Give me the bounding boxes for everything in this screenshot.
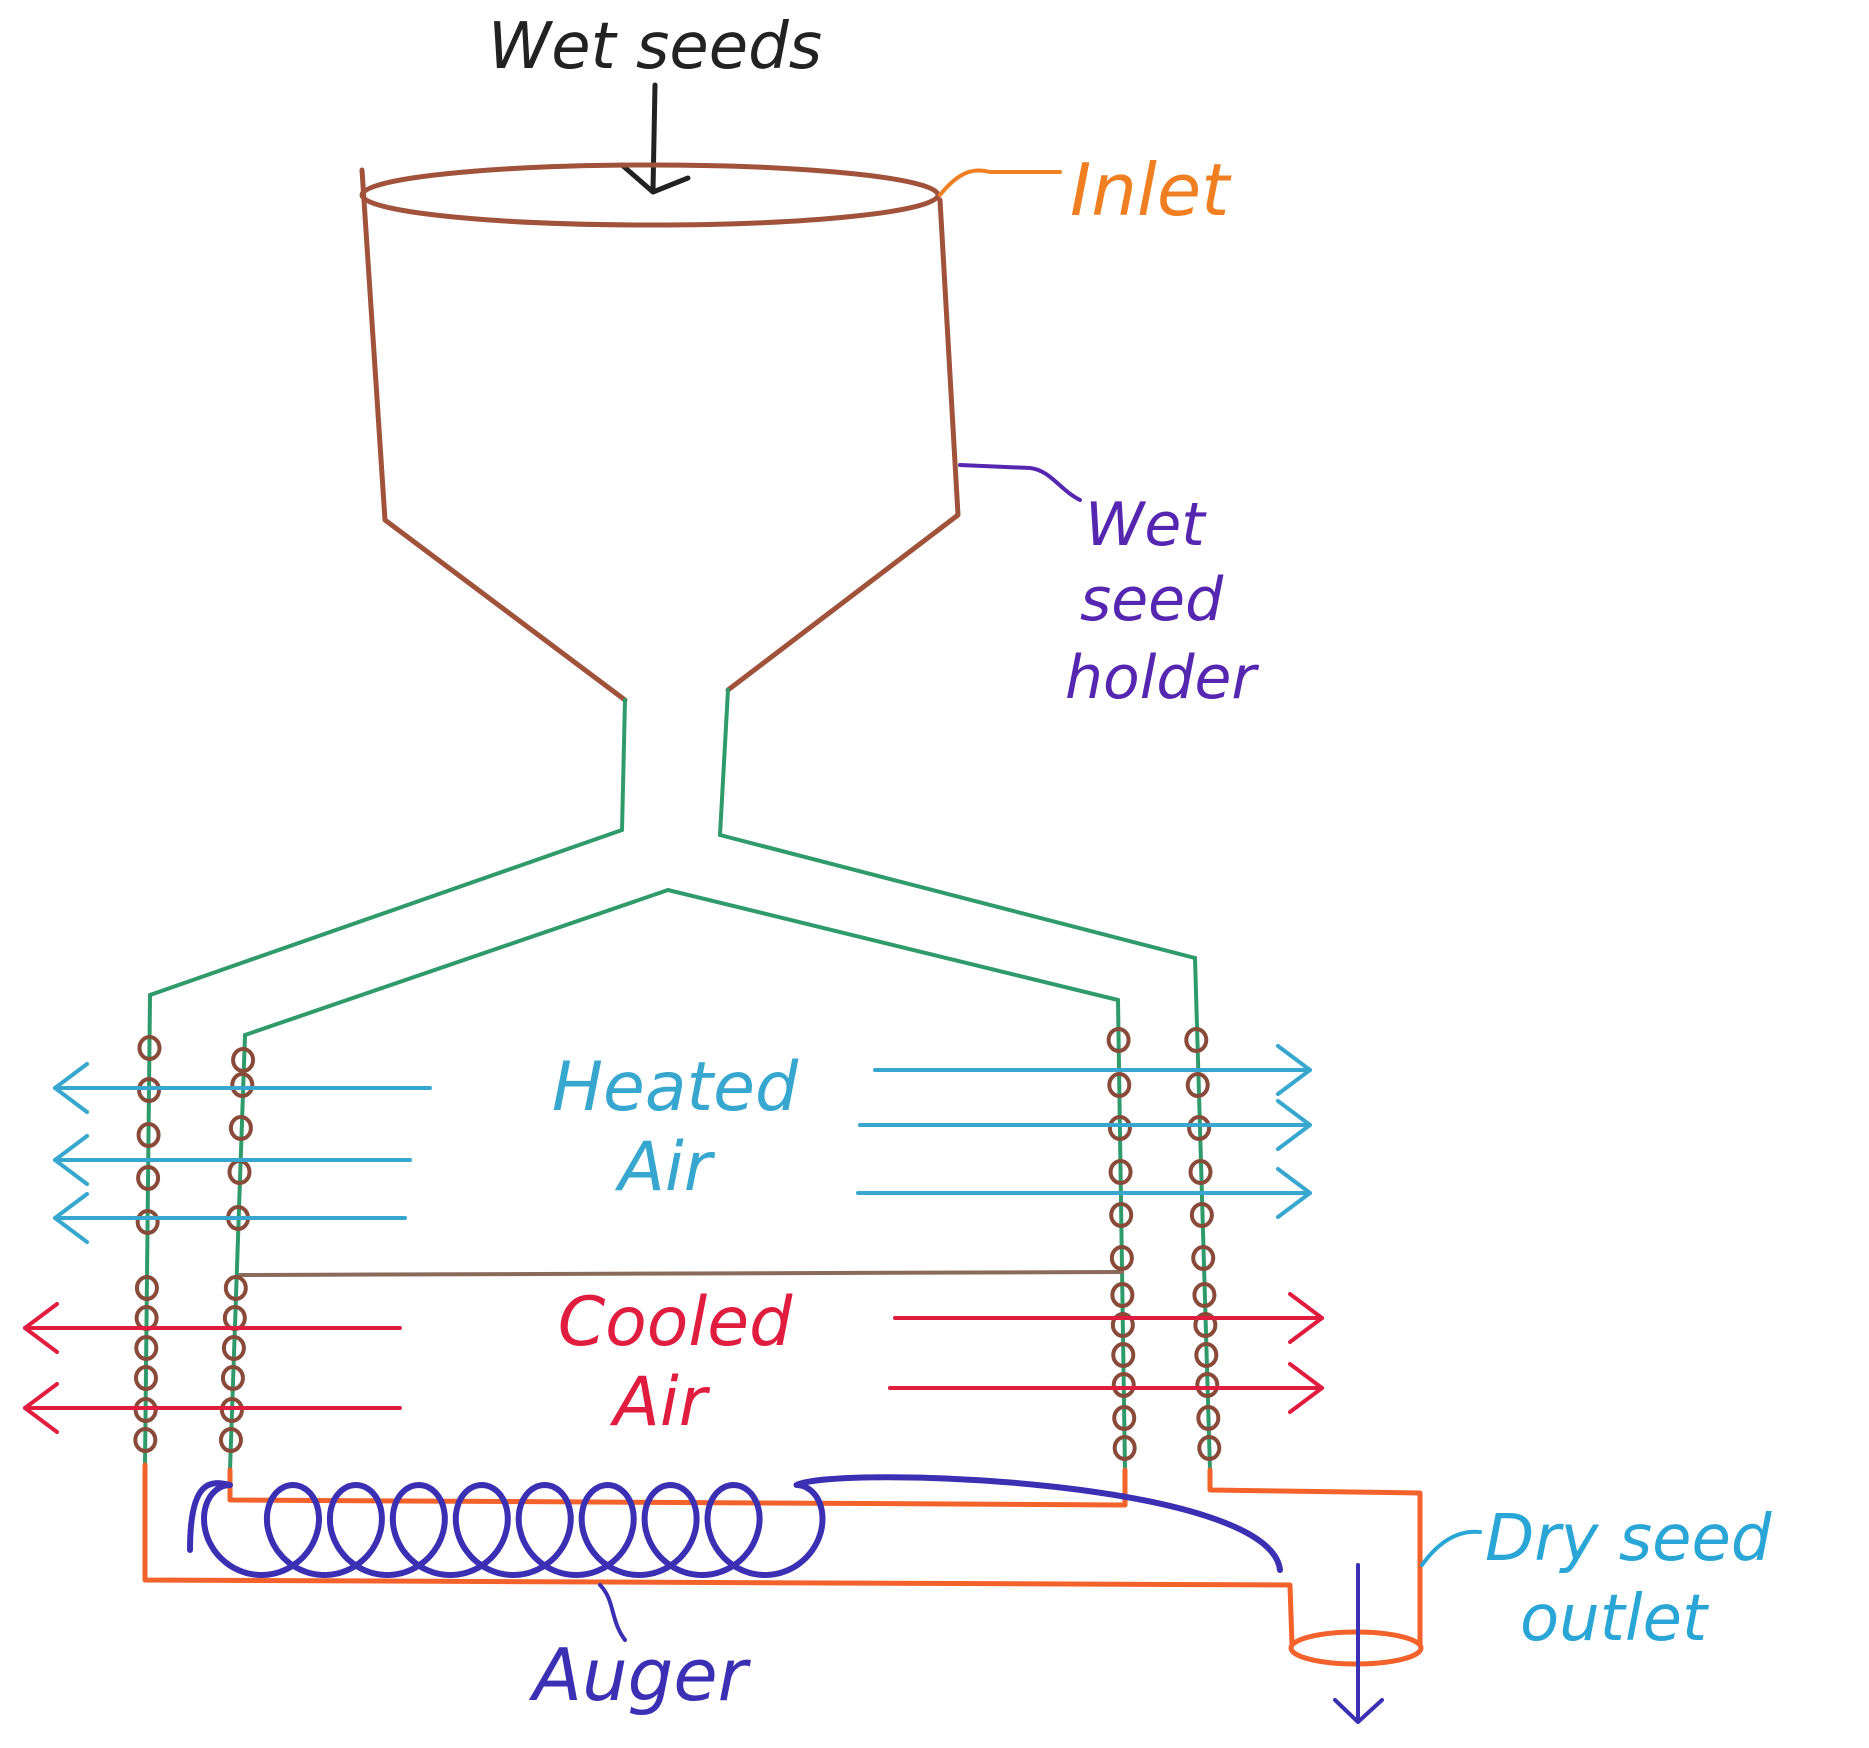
inlet-label: Inlet [1070,148,1232,232]
perforation-hole [1187,1115,1212,1141]
cooled-air-arrow-right-head [1288,1362,1324,1414]
perforation-hole [1112,1435,1137,1461]
cooled-air-arrows [23,1292,1324,1434]
heated-air-arrows [53,1044,1312,1244]
heated-air-label-line1: Heated [552,1048,799,1127]
perforation-hole [1112,1405,1137,1431]
cooled-air-arrow-left-head [23,1302,59,1354]
perforation-hole [136,1165,161,1191]
perforation-hole [1111,1342,1136,1368]
heated-air-arrow-right-head [1276,1099,1312,1151]
perforation-hole [133,1365,158,1391]
heated-air-arrow-right-head [1276,1167,1312,1219]
cooled-air-arrow-right-head [1288,1292,1324,1344]
perforation-hole [1107,1115,1132,1141]
perforation-hole [1185,1072,1210,1098]
wet-seed-holder-label-line2: seed [1080,565,1224,635]
wet-seed-holder-leader [958,463,1082,502]
perforation-hole [218,1427,243,1453]
wet-seeds-arrow [619,82,691,195]
perforation-hole [1108,1159,1133,1185]
perforation-hole [228,1115,253,1141]
cooled-air-label-line1: Cooled [558,1283,793,1362]
heated-air-arrow-left-head [53,1192,89,1244]
heated-air-arrow-right-head [1276,1044,1312,1096]
heated-air-label-line2: Air [614,1128,715,1207]
column-perforations [133,1027,1222,1461]
dry-seed-outlet-leader [1420,1529,1482,1567]
dryer-columns [143,688,1212,1472]
perforation-hole [135,1209,160,1235]
cooled-air-label-line2: Air [609,1363,710,1442]
perforation-hole [1192,1282,1217,1308]
perforation-hole [1111,1372,1136,1398]
perforation-hole [1107,1072,1132,1098]
section-divider [238,1270,1124,1277]
perforation-hole [134,1275,159,1301]
perforation-hole [1197,1435,1222,1461]
perforation-hole [1194,1342,1219,1368]
perforation-hole [136,1122,161,1148]
perforation-hole [1110,1282,1135,1308]
cooled-air-arrow-left-head [23,1382,59,1434]
perforation-hole [220,1365,245,1391]
perforation-hole [230,1072,255,1098]
perforation-hole [1193,1312,1218,1338]
perforation-hole [1189,1202,1214,1228]
perforation-hole [1184,1027,1209,1053]
perforation-hole [221,1335,246,1361]
perforation-hole [1195,1372,1220,1398]
dry-seed-outlet-label-line1: Dry seed [1485,1502,1772,1576]
auger-label: Auger [529,1633,752,1717]
perforation-hole [133,1427,158,1453]
wet-seed-holder-label-line1: Wet [1085,490,1207,560]
perforation-hole [1106,1027,1131,1053]
perforation-hole [1196,1405,1221,1431]
perforation-hole [137,1035,162,1061]
auger-coil [187,1474,1283,1578]
perforation-hole [231,1047,256,1073]
perforation-hole [1109,1202,1134,1228]
outlet-arrow [1333,1563,1384,1724]
wet-seed-holder-label-line3: holder [1065,643,1259,713]
perforation-hole [1109,1245,1134,1271]
heated-air-arrow-left-head [53,1134,89,1186]
perforation-hole [134,1335,159,1361]
perforation-hole [1110,1312,1135,1338]
wet-seeds-label: Wet seeds [488,10,822,84]
perforation-hole [223,1275,248,1301]
perforation-hole [1188,1159,1213,1185]
inlet-leader [938,168,1062,197]
heated-air-arrow-left-head [53,1062,89,1114]
perforation-hole [1191,1245,1216,1271]
dry-seed-outlet-label-line2: outlet [1520,1582,1710,1656]
auger-leader [598,1583,627,1642]
wet-seed-holder [359,162,961,703]
